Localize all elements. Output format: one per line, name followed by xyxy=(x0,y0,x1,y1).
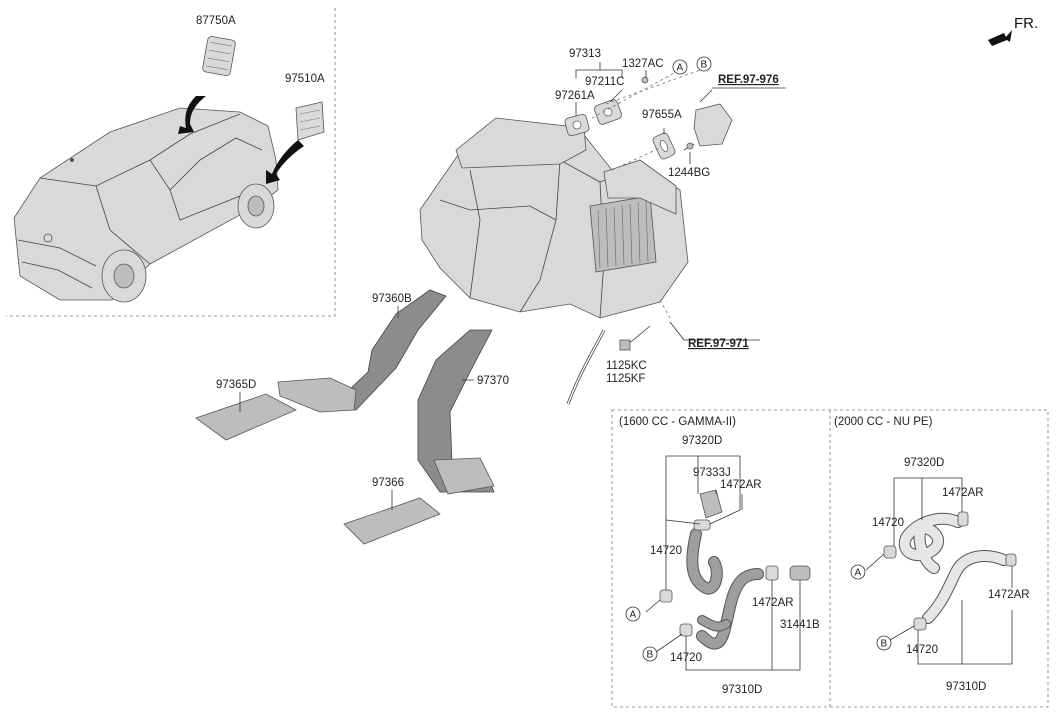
svg-text:A: A xyxy=(855,568,862,579)
label-97366: 97366 xyxy=(372,477,404,489)
bolt-1125KC xyxy=(619,325,651,351)
label-97360B: 97360B xyxy=(372,293,412,305)
label-14720-gamma-bot: 14720 xyxy=(670,652,702,664)
svg-text:B: B xyxy=(881,639,888,650)
ref-97-976[interactable]: REF.97-976 xyxy=(718,74,779,86)
label-97261A: 97261A xyxy=(555,90,595,102)
label-97655A: 97655A xyxy=(642,109,682,121)
hose-97320D-gamma xyxy=(686,528,723,595)
clamp-1472AR-nu-top xyxy=(957,511,969,527)
label-1327AC: 1327AC xyxy=(622,58,664,70)
clamp-1472AR-gamma-top xyxy=(693,519,711,531)
panel-nu-pe: (2000 CC - NU PE) 97320D 1472AR xyxy=(834,416,1030,693)
callout-b-nu: B xyxy=(876,635,892,651)
clamp-14720-nu-mid xyxy=(883,545,897,559)
label-1472AR-gamma-mid: 1472AR xyxy=(752,597,794,609)
panel-gamma-title: (1600 CC - GAMMA-II) xyxy=(619,416,736,428)
svg-text:A: A xyxy=(677,63,684,74)
label-1125KF: 1125KF xyxy=(606,373,645,385)
hvac-module xyxy=(419,117,695,405)
label-97510A: 97510A xyxy=(285,73,325,85)
label-97365D: 97365D xyxy=(216,379,256,391)
front-label: FR. xyxy=(1014,15,1038,32)
vehicle-inset: 87750A 97510A xyxy=(6,8,336,317)
part-97510A xyxy=(266,101,325,184)
callout-b-gamma: B xyxy=(642,646,658,662)
label-14720-nu-mid: 14720 xyxy=(872,517,904,529)
label-31441B: 31441B xyxy=(780,619,820,631)
label-97320D-nu: 97320D xyxy=(904,457,944,469)
label-97310D-gamma: 97310D xyxy=(722,684,762,696)
part-87750A xyxy=(178,36,236,134)
clamp-1472AR-gamma-mid xyxy=(765,565,779,581)
hose-97320D-nu xyxy=(898,512,964,574)
label-1472AR-nu-top: 1472AR xyxy=(942,487,984,499)
part-97655A xyxy=(652,132,676,160)
sensor-31441B xyxy=(789,565,811,581)
label-97310D-nu: 97310D xyxy=(946,681,986,693)
clamp-14720-gamma-mid xyxy=(659,589,673,603)
connector-97333J xyxy=(699,489,723,519)
callout-b-top: B xyxy=(696,56,712,72)
front-direction-indicator: FR. xyxy=(988,15,1038,46)
leader-arrow-87750A xyxy=(178,96,206,134)
part-97261A xyxy=(564,113,590,137)
callout-a-gamma: A xyxy=(625,606,641,622)
ref-97-971[interactable]: REF.97-971 xyxy=(688,338,749,350)
label-1125KC: 1125KC xyxy=(606,360,647,372)
svg-text:B: B xyxy=(647,650,654,661)
label-87750A: 87750A xyxy=(196,15,236,27)
svg-text:B: B xyxy=(701,60,708,71)
panel-nu-title: (2000 CC - NU PE) xyxy=(834,416,933,428)
svg-text:A: A xyxy=(630,610,637,621)
duct-97365D xyxy=(195,393,297,441)
duct-97366 xyxy=(343,497,441,545)
front-arrow-icon xyxy=(988,30,1012,46)
label-97370: 97370 xyxy=(477,375,509,387)
callout-a-nu: A xyxy=(850,564,866,580)
label-1472AR-nu-mid: 1472AR xyxy=(988,589,1030,601)
label-97320D-gamma: 97320D xyxy=(682,435,722,447)
duct-97360B xyxy=(277,289,447,413)
label-1472AR-gamma-top: 1472AR xyxy=(720,479,762,491)
label-14720-nu-bot: 14720 xyxy=(906,644,938,656)
vehicle-illustration xyxy=(13,107,279,303)
duct-97370 xyxy=(417,329,495,495)
label-1244BG: 1244BG xyxy=(668,167,710,179)
bolt-1244BG xyxy=(683,142,695,151)
label-97211C: 97211C xyxy=(585,76,624,88)
part-97211C xyxy=(594,99,622,125)
hose-97310D-gamma xyxy=(696,568,764,650)
blower-grille xyxy=(589,195,657,273)
label-97313: 97313 xyxy=(569,48,601,60)
label-97333J: 97333J xyxy=(693,467,731,479)
ref-976-duct xyxy=(693,103,733,147)
hose-97310D-nu xyxy=(922,550,1010,624)
clamp-1472AR-nu-mid xyxy=(1005,553,1017,567)
label-14720-gamma-mid: 14720 xyxy=(650,545,682,557)
panel-gamma-ii: (1600 CC - GAMMA-II) xyxy=(611,409,1049,708)
callout-a-top: A xyxy=(672,59,688,75)
leader-arrow-97510A xyxy=(266,140,304,184)
part-1327AC xyxy=(641,76,649,84)
clamp-14720-nu-bot xyxy=(913,617,927,631)
